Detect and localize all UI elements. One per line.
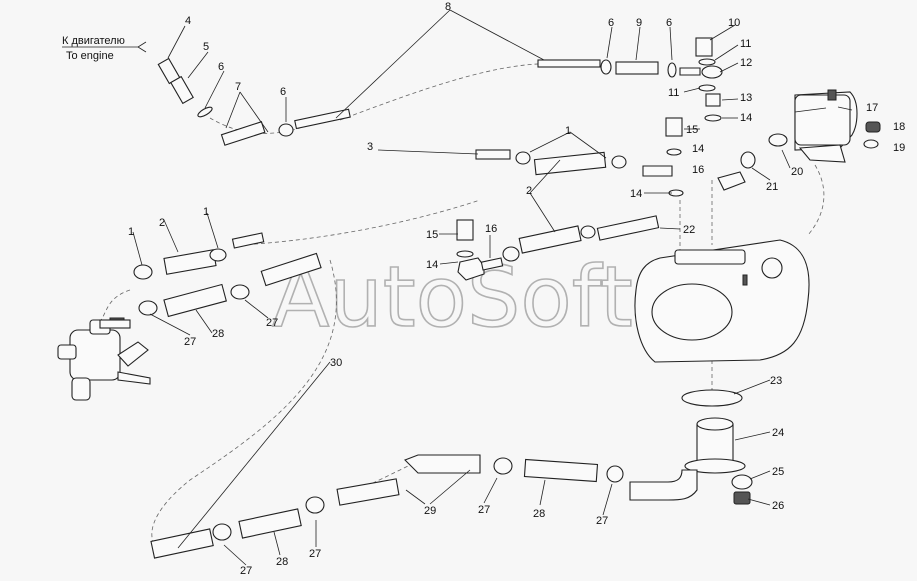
nut-20 [768, 133, 788, 147]
label-21: 21 [766, 181, 778, 193]
washer-19 [863, 139, 879, 149]
watermark: AutoSoft [272, 248, 633, 346]
label-2: 2 [526, 185, 532, 197]
callout-labels: 4 5 6 7 6 8 6 9 6 10 11 12 11 13 14 17 1… [128, 1, 905, 577]
label-15: 15 [426, 229, 438, 241]
banjo-fittings [456, 37, 722, 281]
label-14: 14 [740, 112, 752, 124]
label-4: 4 [185, 15, 191, 27]
label-27: 27 [240, 565, 252, 577]
clamps [133, 59, 677, 541]
label-25: 25 [772, 466, 784, 478]
tube-piece-21 [717, 171, 746, 191]
label-19: 19 [893, 142, 905, 154]
label-1: 1 [203, 206, 209, 218]
label-2: 2 [159, 217, 165, 229]
label-11: 11 [740, 38, 751, 50]
label-29: 29 [424, 505, 436, 517]
label-27: 27 [309, 548, 321, 560]
filter-housing [794, 89, 858, 163]
label-27: 27 [596, 515, 608, 527]
label-10: 10 [728, 17, 740, 29]
engine-caption: К двигателю To engine [62, 35, 147, 62]
label-11: 11 [668, 87, 679, 99]
label-18: 18 [893, 121, 905, 133]
label-9: 9 [636, 17, 642, 29]
label-1: 1 [128, 226, 134, 238]
plug-26 [733, 491, 751, 505]
label-14: 14 [692, 143, 704, 155]
leader-lines [132, 9, 853, 566]
label-27: 27 [478, 504, 490, 516]
label-28: 28 [212, 328, 224, 340]
label-6: 6 [608, 17, 614, 29]
gasket-23 [681, 389, 743, 407]
label-14: 14 [426, 259, 438, 271]
label-12: 12 [740, 57, 752, 69]
fuel-tap [57, 317, 151, 401]
label-17: 17 [866, 102, 878, 114]
label-26: 26 [772, 500, 784, 512]
label-23: 23 [770, 375, 782, 387]
label-6: 6 [218, 61, 224, 73]
washer-25 [731, 474, 753, 490]
label-20: 20 [791, 166, 803, 178]
label-5: 5 [203, 41, 209, 53]
label-6: 6 [280, 86, 286, 98]
clip-18 [865, 121, 881, 133]
hoses [99, 57, 723, 559]
label-28: 28 [533, 508, 545, 520]
caption-ru: К двигателю [62, 35, 125, 47]
label-28: 28 [276, 556, 288, 568]
fitting-21 [740, 151, 756, 169]
label-6: 6 [666, 17, 672, 29]
label-30: 30 [330, 357, 342, 369]
label-8: 8 [445, 1, 451, 13]
label-16: 16 [485, 223, 497, 235]
outlet-pipe [629, 417, 746, 501]
label-27: 27 [266, 317, 278, 329]
label-15: 15 [686, 124, 698, 136]
label-1: 1 [565, 125, 571, 137]
label-27: 27 [184, 336, 196, 348]
label-24: 24 [772, 427, 784, 439]
fuel-tank [634, 239, 810, 363]
label-13: 13 [740, 92, 752, 104]
label-3: 3 [367, 141, 373, 153]
caption-en: To engine [66, 50, 114, 62]
label-16: 16 [692, 164, 704, 176]
label-7: 7 [235, 81, 241, 93]
label-14: 14 [630, 188, 642, 200]
label-22: 22 [683, 224, 695, 236]
